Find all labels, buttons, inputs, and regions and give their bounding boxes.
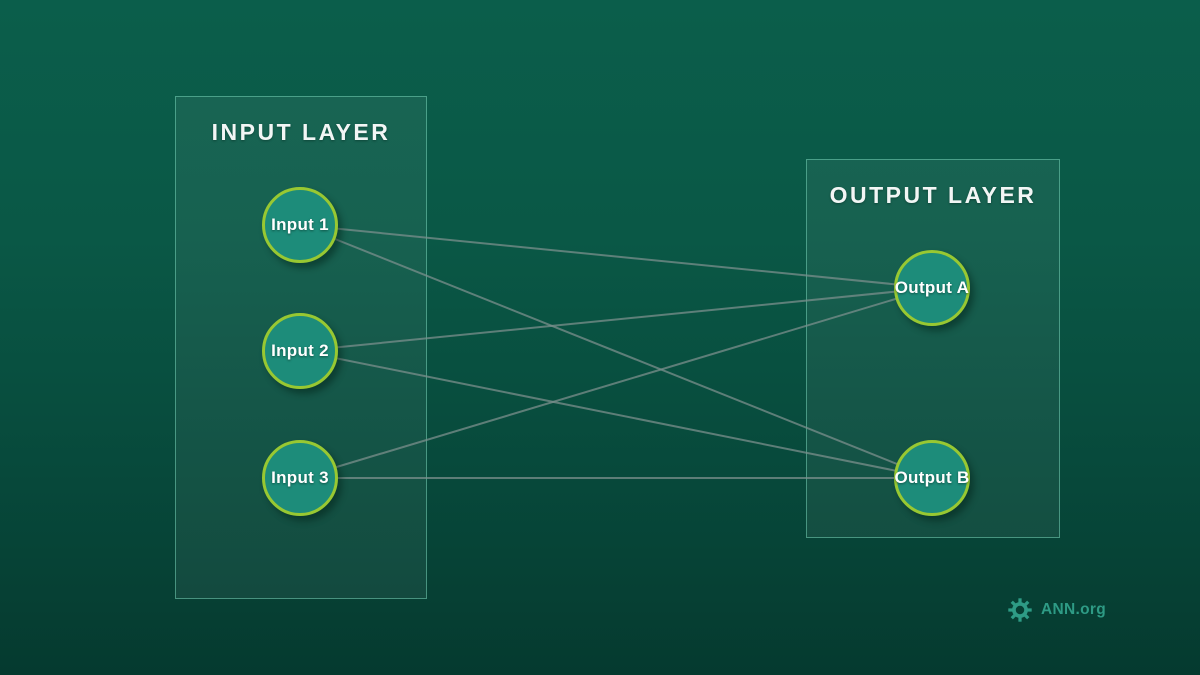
gear-icon (1007, 597, 1033, 623)
node-input-2-label: Input 2 (271, 341, 329, 360)
input-layer-title: INPUT LAYER (211, 119, 391, 145)
node-input-2: Input 2 (262, 313, 338, 389)
node-input-3: Input 3 (262, 440, 338, 516)
node-output-a-label: Output A (894, 278, 970, 297)
node-input-3-label: Input 3 (271, 468, 329, 487)
node-input-1-label: Input 1 (271, 215, 329, 234)
logo-text: ANN.org (1041, 601, 1106, 618)
branding: ANN.org (1007, 597, 1106, 623)
node-output-b: Output B (894, 440, 970, 516)
node-output-b-label: Output B (894, 468, 970, 487)
node-input-1: Input 1 (262, 187, 338, 263)
output-layer-title: OUTPUT LAYER (829, 182, 1037, 208)
node-output-a: Output A (894, 250, 970, 326)
